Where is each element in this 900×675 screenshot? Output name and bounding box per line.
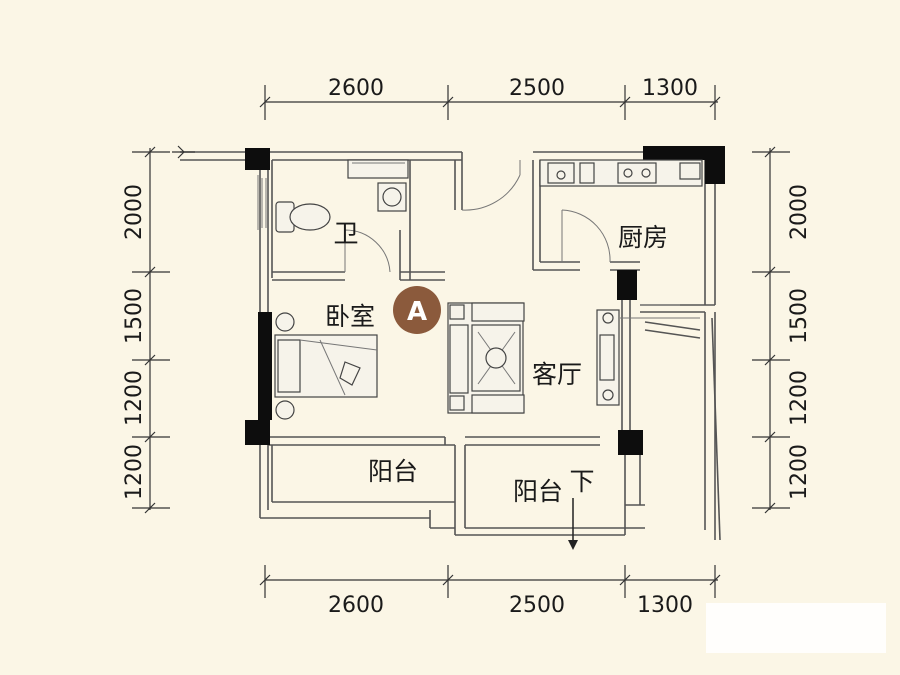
tv-cabinet-icon bbox=[596, 309, 620, 406]
top-dimension-line: 2600 2500 1300 bbox=[259, 76, 721, 120]
unit-badge: A bbox=[393, 286, 441, 334]
room-label-kitchen: 厨房 bbox=[618, 223, 668, 252]
right-dim-3: 1200 bbox=[787, 370, 812, 426]
room-label-bathroom: 卫 bbox=[333, 219, 358, 248]
kitchen-counter-icon bbox=[539, 159, 703, 187]
bottom-dim-2: 2500 bbox=[509, 593, 565, 618]
bottom-dim-3: 1300 bbox=[637, 593, 693, 618]
right-dim-1: 2000 bbox=[787, 184, 812, 240]
shower-icon bbox=[347, 159, 409, 179]
room-label-bedroom: 卧室 bbox=[325, 302, 375, 331]
right-dim-4: 1200 bbox=[787, 444, 812, 500]
top-dim-2: 2500 bbox=[509, 76, 565, 101]
bed-icon bbox=[274, 312, 378, 420]
left-dim-1: 2000 bbox=[122, 184, 147, 240]
left-dim-2: 1500 bbox=[122, 288, 147, 344]
left-dimension-line: 2000 1500 1200 1200 bbox=[122, 146, 170, 514]
right-dimension-line: 2000 1500 1200 1200 bbox=[752, 146, 812, 514]
watermark-patch bbox=[706, 603, 886, 653]
unit-badge-label: A bbox=[407, 297, 427, 327]
room-label-balcony-right: 阳台 bbox=[513, 477, 563, 506]
down-mark-label: 下 bbox=[569, 467, 594, 496]
down-arrow-icon bbox=[568, 498, 578, 550]
entrance-arrow-icon bbox=[172, 145, 195, 159]
window-markings bbox=[257, 175, 700, 319]
left-dim-4: 1200 bbox=[122, 444, 147, 500]
toilet-icon bbox=[275, 201, 331, 233]
top-dim-1: 2600 bbox=[328, 76, 384, 101]
room-label-living-room: 客厅 bbox=[532, 360, 582, 389]
sofa-icon bbox=[447, 302, 525, 414]
bottom-dim-1: 2600 bbox=[328, 593, 384, 618]
bathroom-sink-icon bbox=[377, 182, 407, 212]
top-dim-3: 1300 bbox=[642, 76, 698, 101]
left-dim-3: 1200 bbox=[122, 370, 147, 426]
room-label-balcony-left: 阳台 bbox=[368, 457, 418, 486]
right-dim-2: 1500 bbox=[787, 288, 812, 344]
structural-columns bbox=[245, 146, 725, 455]
bottom-dimension-line: 2600 2500 1300 bbox=[259, 565, 721, 618]
